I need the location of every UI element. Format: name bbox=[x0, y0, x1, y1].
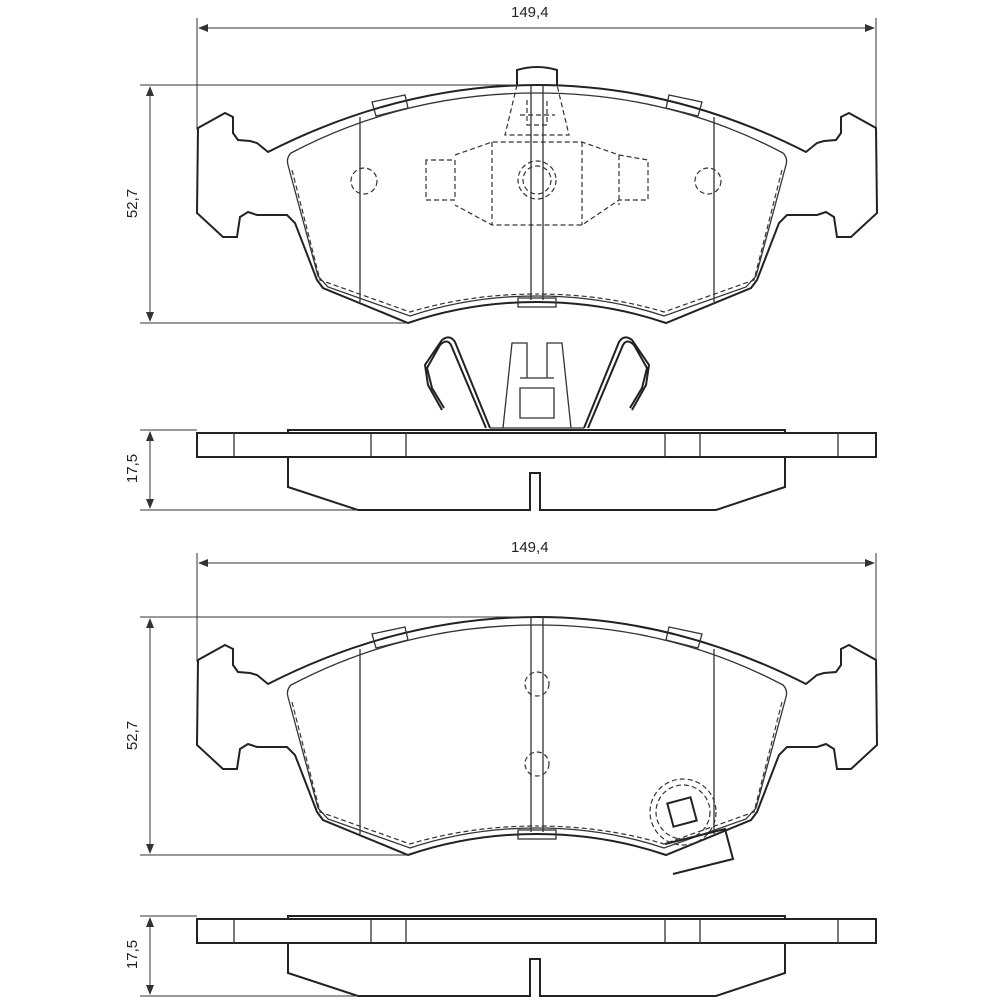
bottom-width-label: 149,4 bbox=[511, 539, 549, 556]
bottom-pad-side-view bbox=[196, 915, 877, 997]
top-pad-side-view bbox=[196, 429, 877, 511]
top-pad-front-view bbox=[196, 66, 878, 324]
dimension-lines bbox=[140, 18, 877, 997]
top-thickness-label: 17,5 bbox=[124, 453, 142, 484]
retaining-clip bbox=[423, 336, 651, 429]
top-width-label: 149,4 bbox=[511, 4, 549, 21]
bottom-height-label: 52,7 bbox=[124, 720, 142, 751]
bottom-pad-front-view bbox=[196, 616, 878, 875]
bottom-thickness-label: 17,5 bbox=[124, 939, 142, 970]
top-height-label: 52,7 bbox=[124, 188, 142, 219]
